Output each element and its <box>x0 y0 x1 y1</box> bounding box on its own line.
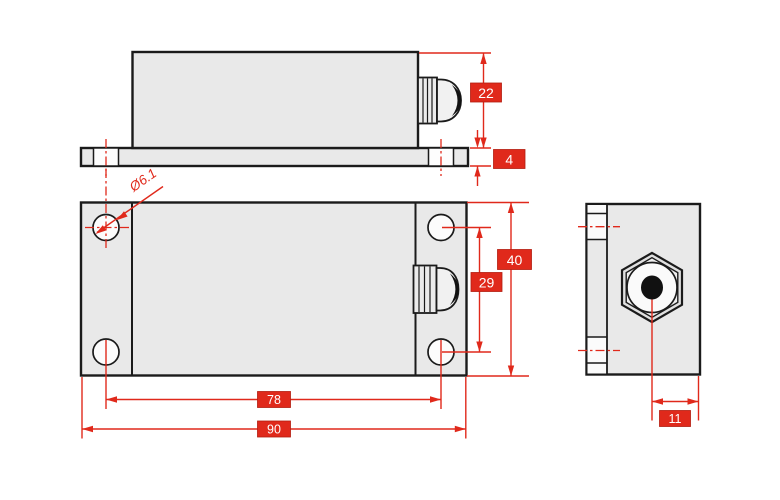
hole-diameter-label: Ø6.1 <box>126 165 159 195</box>
dimension-label: 29 <box>479 275 495 291</box>
dimension-label: 22 <box>478 85 494 101</box>
dimension-arrow <box>687 398 699 405</box>
gland-dome-shadow <box>452 85 462 116</box>
dim-flange-thickness-4: 4 <box>470 130 526 186</box>
dimension-arrow <box>652 398 663 405</box>
dimension-arrow <box>480 137 487 148</box>
dimension-label-box <box>497 249 532 270</box>
plan-plate <box>79 201 468 377</box>
dimension-label-box <box>659 410 691 427</box>
dimension-label-box <box>257 420 291 438</box>
dimension-label: 4 <box>505 152 513 168</box>
dimension-arrow <box>474 137 481 148</box>
gland-dome-shadow <box>450 273 459 305</box>
dim-hole-spacing-29: 29 <box>442 226 503 353</box>
dimension-arrow <box>474 166 481 177</box>
side-flange-plate <box>79 146 470 168</box>
dimension-arrow <box>430 396 441 403</box>
dimension-label: 11 <box>669 412 682 426</box>
dimension-arrow <box>480 53 487 64</box>
dimension-arrow <box>476 227 483 238</box>
side-body <box>131 50 420 150</box>
dimension-arrow <box>116 211 128 221</box>
gland-dome <box>436 78 462 123</box>
plan-cable-gland <box>412 264 460 314</box>
dim-overall-height-40: 40 <box>467 201 532 377</box>
dimension-label: 90 <box>267 422 281 436</box>
dim-overall-length-90: 90 <box>81 377 467 439</box>
leader-line <box>96 185 164 234</box>
dimension-label-box <box>257 391 291 408</box>
dimension-label-box <box>493 149 526 169</box>
dimension-arrow <box>106 396 117 403</box>
side-cable-gland <box>417 76 462 125</box>
plan-view <box>79 169 468 377</box>
dimension-arrow <box>507 365 515 376</box>
dimension-label-box <box>470 82 502 103</box>
end-flange-strip-middle <box>587 239 607 337</box>
dimension-label: 40 <box>507 252 523 268</box>
dimension-arrow <box>507 202 515 213</box>
dim-hole-spacing-78: 78 <box>105 340 442 409</box>
dim-body-height-22: 22 <box>419 52 502 148</box>
gland-cable-hole <box>641 275 663 300</box>
dimension-arrow <box>454 425 466 433</box>
dimension-arrow <box>476 341 483 352</box>
end-view <box>578 202 702 376</box>
dimension-label-box <box>470 272 503 292</box>
side-view <box>79 50 470 176</box>
dimension-arrow <box>95 225 107 234</box>
dimension-arrow <box>82 425 93 433</box>
dim-gland-offset-11: 11 <box>651 299 700 427</box>
dimension-label: 78 <box>267 393 281 407</box>
